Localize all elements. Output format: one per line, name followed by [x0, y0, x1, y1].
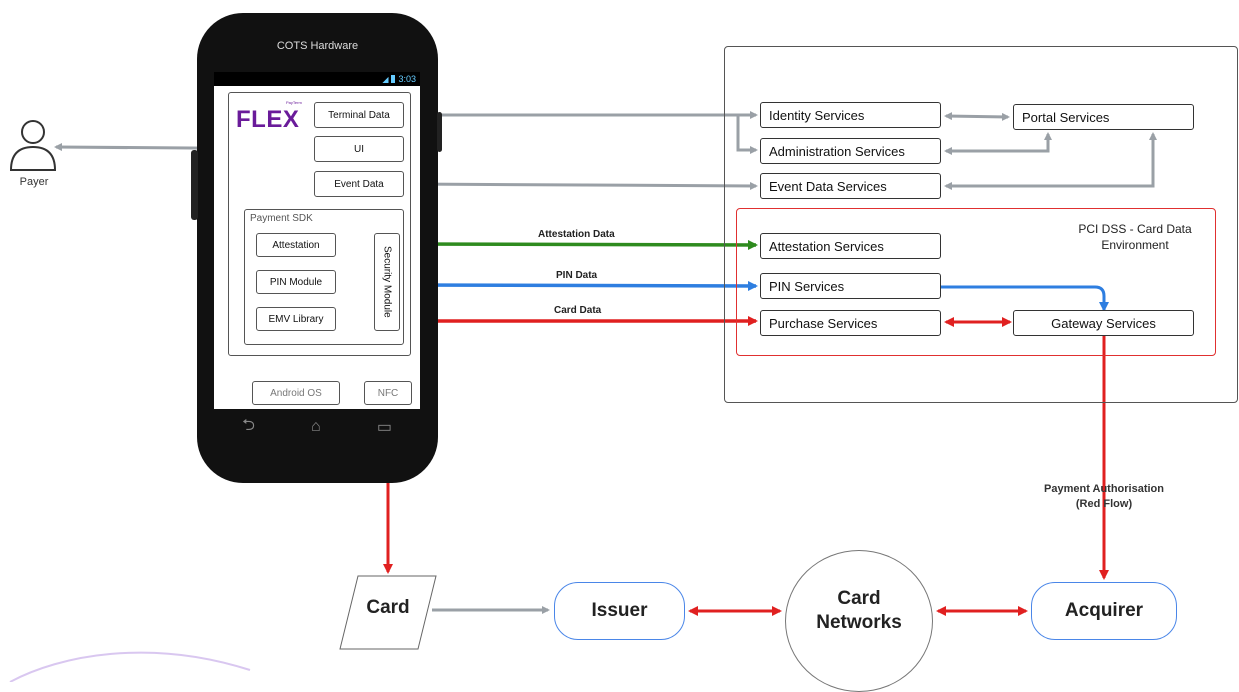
event-data-box: Event Data — [314, 171, 404, 197]
security-module-label: Security Module — [381, 246, 393, 318]
identity-portal-arrow — [944, 112, 1010, 121]
payment-sdk-frame — [244, 209, 404, 345]
card-label: Card — [366, 597, 410, 618]
security-module-box: Security Module — [374, 233, 400, 331]
nfc-box: NFC — [364, 381, 412, 405]
android-os-box: Android OS — [252, 381, 340, 405]
purchase-services-box: Purchase Services — [760, 310, 941, 336]
cloud-frame — [724, 46, 1238, 403]
phone-side-button-right — [437, 112, 442, 152]
event-data-arrow — [406, 180, 758, 190]
status-time: 3:03 — [398, 74, 416, 84]
pin-data-label: PIN Data — [556, 270, 598, 281]
pin-gateway-arrow — [940, 285, 1109, 312]
battery-icon — [391, 75, 396, 83]
pin-module-box: PIN Module — [256, 270, 336, 294]
identity-services-box: Identity Services — [760, 102, 941, 128]
event-data-services-box: Event Data Services — [760, 173, 941, 199]
attestation-box: Attestation — [256, 233, 336, 257]
decorative-arc — [9, 651, 251, 682]
acquirer-node: Acquirer — [1031, 582, 1177, 640]
signal-icon: ◢ — [382, 74, 389, 84]
portal-services-box: Portal Services — [1013, 104, 1194, 130]
card-networks-line2: Networks — [816, 612, 902, 633]
eventservices-portal-arrow — [944, 132, 1157, 190]
card-data-label: Card Data — [554, 305, 602, 316]
terminal-data-box: Terminal Data — [314, 102, 404, 128]
phone-nav-bar: ⮌ ⌂ ▭ — [214, 409, 420, 445]
payer-label: Payer — [19, 176, 49, 188]
emv-library-box: EMV Library — [256, 307, 336, 331]
recents-icon[interactable]: ▭ — [376, 419, 392, 436]
payment-sdk-label: Payment SDK — [250, 213, 313, 224]
back-icon[interactable]: ⮌ — [242, 416, 255, 434]
pci-frame — [736, 208, 1216, 356]
card-networks-node: Card Networks — [785, 550, 933, 692]
pci-title: PCI DSS - Card Data Environment — [1078, 222, 1192, 252]
card-networks-line1: Card — [837, 588, 881, 609]
phone-side-button-left — [191, 150, 198, 220]
payment-authorisation-label: Payment Authorisation (Red Flow) — [1020, 482, 1188, 512]
app-frame — [228, 92, 411, 356]
home-icon[interactable]: ⌂ — [311, 418, 321, 435]
attestation-services-box: Attestation Services — [760, 233, 941, 259]
logo-small-text: PayTerm — [286, 100, 302, 105]
attestation-data-label: Attestation Data — [538, 229, 615, 240]
payment-authorisation-line2: (Red Flow) — [1075, 498, 1133, 510]
issuer-node: Issuer — [554, 582, 685, 640]
logo-text: FLEX — [236, 106, 300, 133]
phone-hardware-label: COTS Hardware — [276, 40, 359, 52]
pin-services-box: PIN Services — [760, 273, 941, 299]
flex-logo: PayTerm FLEX — [236, 100, 302, 134]
attestation-data-arrow — [402, 239, 758, 250]
pin-data-arrow — [402, 280, 758, 291]
status-bar: ◢ 3:03 — [214, 72, 420, 86]
terminal-admin-arrow — [736, 115, 758, 154]
administration-services-box: Administration Services — [760, 138, 941, 164]
ui-box: UI — [314, 136, 404, 162]
gateway-services-box: Gateway Services — [1013, 310, 1194, 336]
payment-authorisation-line1: Payment Authorisation — [1044, 483, 1164, 495]
